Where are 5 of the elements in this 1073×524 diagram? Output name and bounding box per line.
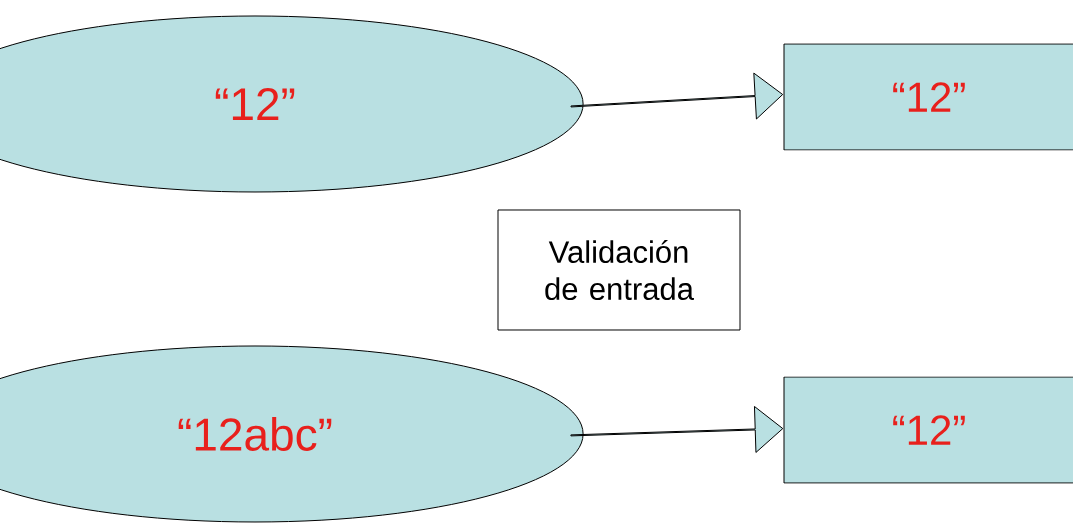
process-box: Validación de entrada bbox=[497, 209, 741, 331]
output-box: “12” bbox=[783, 43, 1073, 151]
block-arrow bbox=[570, 405, 784, 453]
output-box: “12” bbox=[783, 376, 1073, 484]
block-arrow bbox=[570, 72, 784, 120]
